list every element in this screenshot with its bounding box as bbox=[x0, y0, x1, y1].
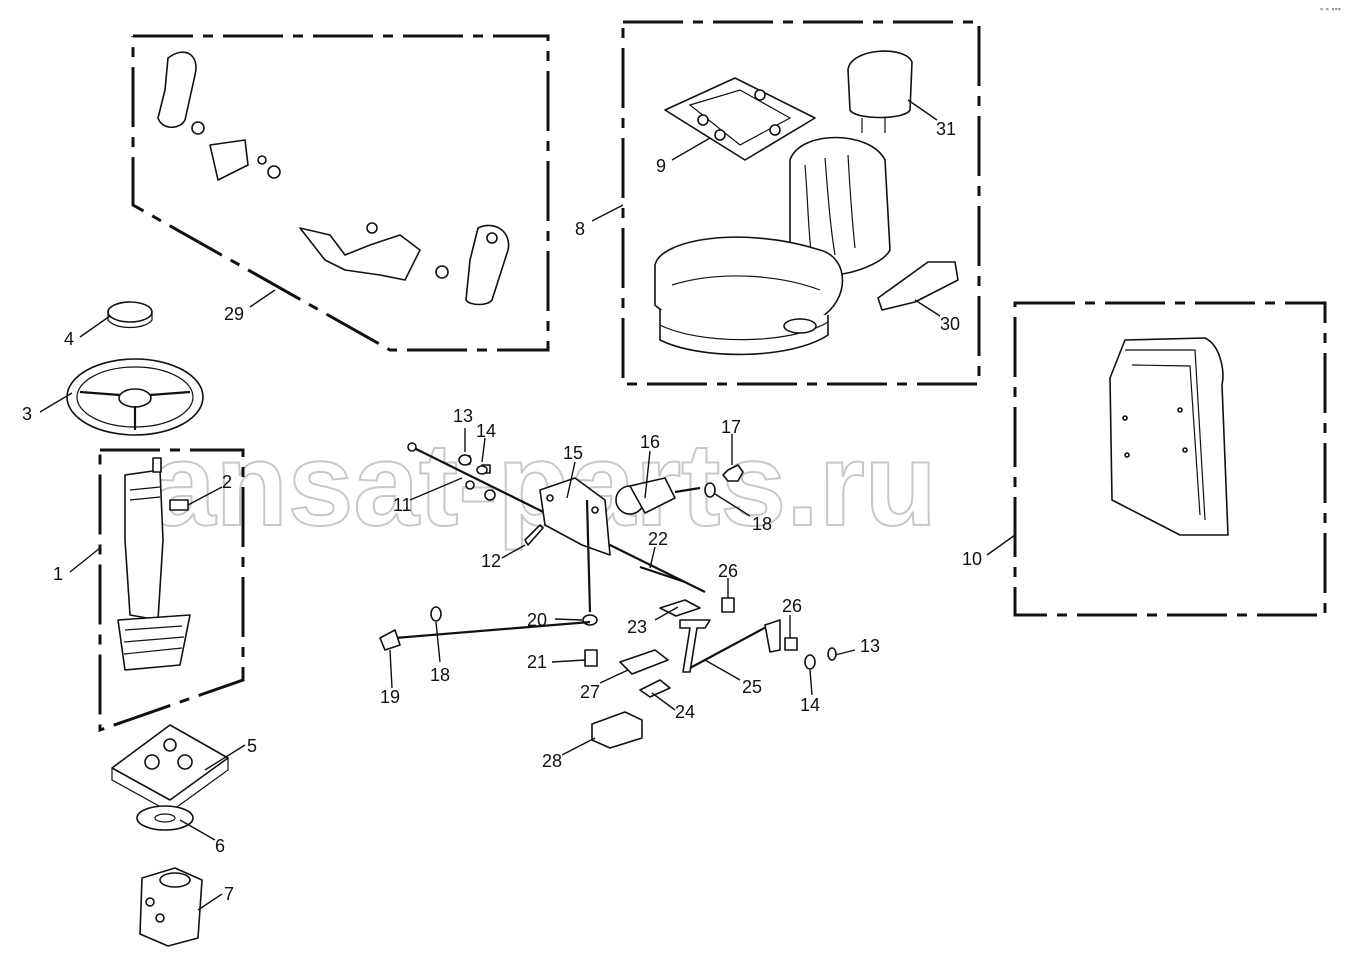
horn-cap-part bbox=[107, 301, 153, 329]
callout-22: 22 bbox=[648, 529, 668, 549]
callout-9: 9 bbox=[656, 156, 666, 176]
callout-25: 25 bbox=[742, 677, 762, 697]
pedal-parts bbox=[591, 597, 798, 749]
flange-part bbox=[136, 805, 194, 831]
watermark: ansat-parts.ru bbox=[150, 419, 937, 551]
callout-7: 7 bbox=[224, 884, 234, 904]
callout-21: 21 bbox=[527, 652, 547, 672]
callouts: 1 2 3 4 5 6 7 8 9 10 11 12 13 14 15 16 1… bbox=[22, 119, 982, 904]
callout-18: 18 bbox=[752, 514, 772, 534]
seat-lever-part bbox=[877, 261, 959, 311]
nut-part bbox=[704, 464, 744, 498]
callout-14: 14 bbox=[476, 421, 496, 441]
group-box-backrest bbox=[1013, 301, 1327, 617]
callout-12: 12 bbox=[481, 551, 501, 571]
leader-lines bbox=[39, 99, 1016, 911]
steering-column-part bbox=[117, 457, 191, 671]
callout-26: 26 bbox=[718, 561, 738, 581]
callout-15: 15 bbox=[563, 443, 583, 463]
callout-19: 19 bbox=[380, 687, 400, 707]
callout-8: 8 bbox=[575, 219, 585, 239]
corner-mark: ▪ ▪ ▪▪▪ bbox=[1320, 4, 1341, 14]
steering-wheel-part bbox=[66, 358, 204, 436]
callout-31: 31 bbox=[936, 119, 956, 139]
backrest-assembly bbox=[1109, 337, 1229, 536]
headrest-part bbox=[847, 50, 913, 133]
callout-26-second: 26 bbox=[782, 596, 802, 616]
bracket-part bbox=[539, 477, 611, 556]
callout-29: 29 bbox=[224, 304, 244, 324]
steering-valve-part bbox=[139, 867, 203, 947]
callout-1: 1 bbox=[53, 564, 63, 584]
pivot-rod-part bbox=[585, 499, 686, 613]
seat-assembly bbox=[654, 136, 891, 356]
bolt-parts bbox=[379, 620, 598, 667]
callout-13-second: 13 bbox=[860, 636, 880, 656]
callout-11: 11 bbox=[393, 495, 412, 515]
callout-4: 4 bbox=[64, 329, 74, 349]
callout-14-second: 14 bbox=[800, 695, 820, 715]
callout-17: 17 bbox=[721, 417, 741, 437]
armrest-right-part bbox=[299, 222, 510, 306]
seat-base-plate bbox=[664, 77, 816, 161]
callout-16: 16 bbox=[640, 432, 660, 452]
mount-plate-part bbox=[111, 724, 229, 813]
callout-27: 27 bbox=[580, 682, 600, 702]
armrest-left-part bbox=[157, 51, 281, 181]
cylinder-part bbox=[615, 477, 701, 515]
callout-20: 20 bbox=[527, 610, 547, 630]
callout-30: 30 bbox=[940, 314, 960, 334]
callout-10: 10 bbox=[962, 549, 982, 569]
group-box-steering-column bbox=[98, 448, 245, 733]
callout-24: 24 bbox=[675, 702, 695, 722]
callout-6: 6 bbox=[215, 836, 225, 856]
callout-3: 3 bbox=[22, 404, 32, 424]
callout-28: 28 bbox=[542, 751, 562, 771]
callout-5: 5 bbox=[247, 736, 257, 756]
group-box-armrests bbox=[131, 34, 550, 352]
callout-13: 13 bbox=[453, 406, 473, 426]
callout-18-second: 18 bbox=[430, 665, 450, 685]
spring-part bbox=[524, 524, 544, 546]
callout-23: 23 bbox=[627, 617, 647, 637]
callout-2: 2 bbox=[222, 472, 232, 492]
